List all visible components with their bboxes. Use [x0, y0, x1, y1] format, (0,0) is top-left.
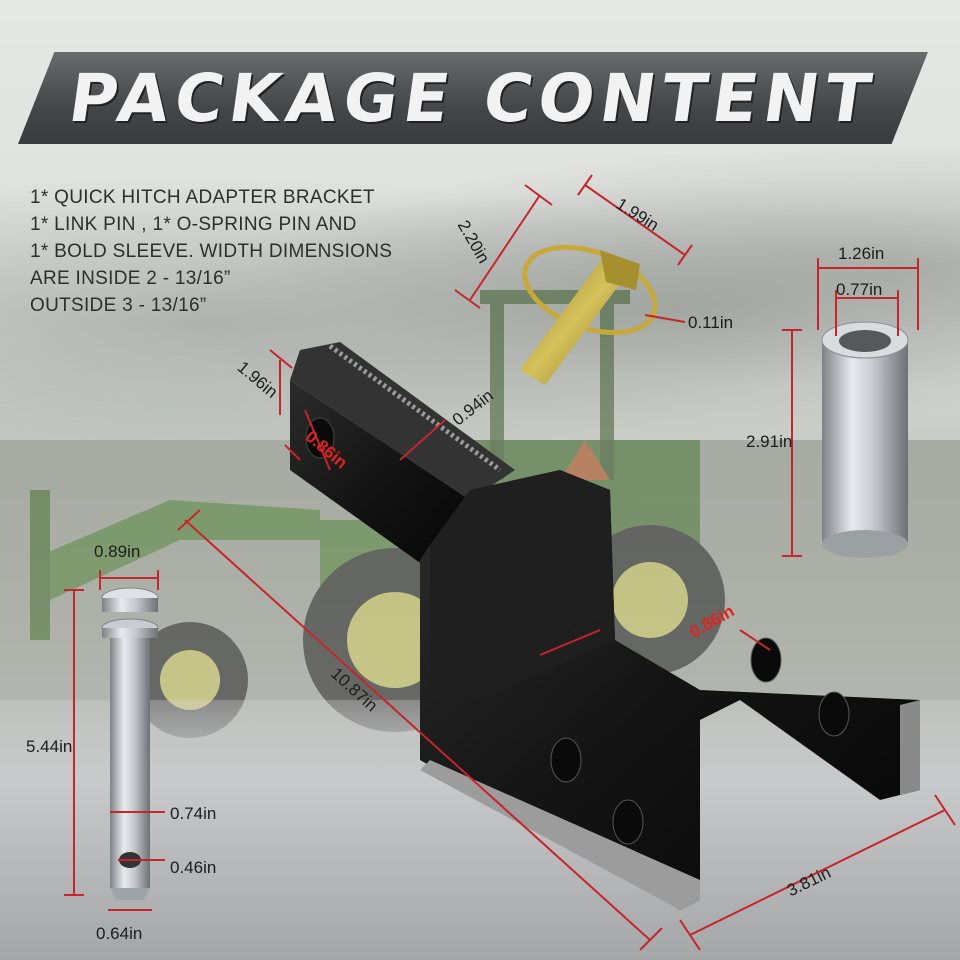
link-pin-diameter-label: 0.74in: [170, 804, 217, 823]
link-pin-hole-label: 0.46in: [170, 858, 217, 877]
package-description: 1* QUICK HITCH ADAPTER BRACKET 1* LINK P…: [30, 184, 450, 319]
description-line: ARE INSIDE 2 - 13/16”: [30, 268, 231, 289]
link-pin-tip-label: 0.64in: [96, 924, 143, 943]
o-spring-pin: [520, 244, 658, 385]
title-banner: [18, 52, 928, 144]
description-line: 1* QUICK HITCH ADAPTER BRACKET: [30, 187, 375, 208]
sleeve-inner-label: 0.77in: [836, 280, 883, 299]
link-pin: [101, 587, 159, 900]
dimension-lines: [64, 174, 956, 951]
sleeve-length-label: 2.91in: [746, 432, 793, 451]
spring-pin-wire-label: 0.11in: [688, 313, 734, 332]
description-line: 1* LINK PIN , 1* O-SPRING PIN AND: [30, 214, 357, 235]
link-pin-head-label: 0.89in: [94, 542, 141, 561]
description-line: OUTSIDE 3 - 13/16”: [30, 295, 207, 316]
bolt-sleeve: [821, 321, 909, 558]
description-line: 1* BOLD SLEEVE. WIDTH DIMENSIONS: [30, 241, 393, 262]
sleeve-outer-label: 1.26in: [838, 244, 885, 263]
page-title: PACKAGE CONTENT: [64, 59, 882, 137]
link-pin-length-label: 5.44in: [26, 737, 73, 756]
